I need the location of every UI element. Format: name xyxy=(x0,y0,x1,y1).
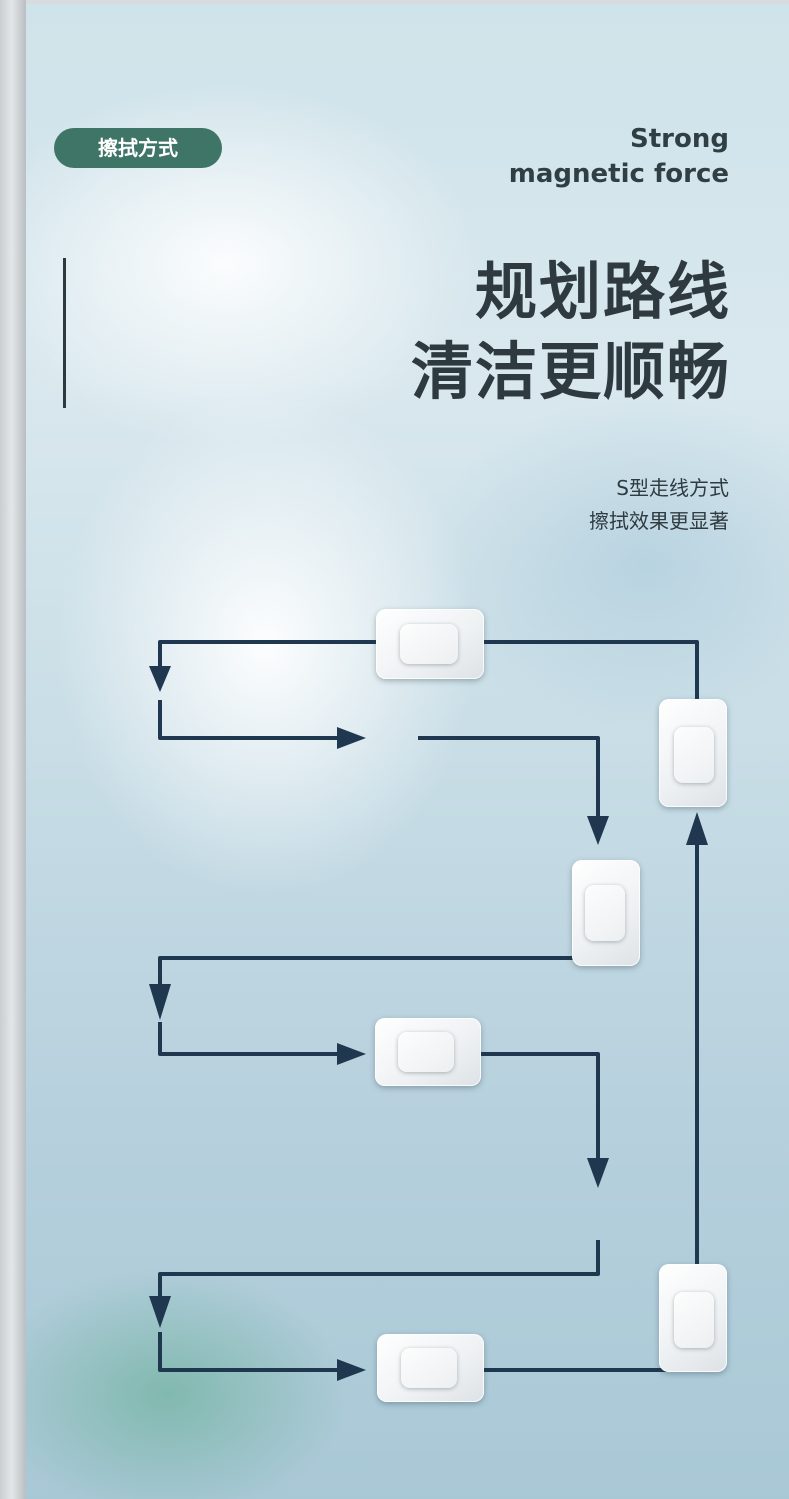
arrow-down-icon xyxy=(149,1296,171,1328)
wiper-pad-middle-icon xyxy=(572,860,640,966)
wiper-pad-knob xyxy=(398,1032,454,1072)
route-row5-return xyxy=(158,1332,345,1372)
window-frame-top xyxy=(26,0,789,4)
arrow-down-icon xyxy=(149,666,171,692)
wiper-pad-top-icon xyxy=(376,609,484,679)
route-row2 xyxy=(158,956,598,990)
route-row3-return xyxy=(158,1022,345,1056)
route-arrows xyxy=(149,666,708,1381)
route-row4 xyxy=(158,1240,600,1303)
arrow-up-icon xyxy=(686,812,708,845)
wiper-pad-bottom-icon xyxy=(377,1334,484,1402)
arrow-right-icon xyxy=(337,1359,366,1381)
route-row3-down xyxy=(480,1052,600,1165)
wiper-pad-row3-icon xyxy=(375,1018,481,1086)
english-title-line2: magnetic force xyxy=(508,159,729,189)
arrow-down-icon xyxy=(149,984,171,1020)
subheadline: S型走线方式 擦拭效果更显著 xyxy=(589,472,729,538)
subheadline-line1: S型走线方式 xyxy=(616,476,729,500)
wiper-pad-right-lower-icon xyxy=(659,1264,727,1372)
wiper-pad-right-upper-icon xyxy=(659,699,727,807)
wiper-pad-knob xyxy=(585,885,625,941)
headline: 规划路线 清洁更顺畅 xyxy=(411,252,731,412)
route-lines xyxy=(158,640,699,1372)
headline-line1: 规划路线 xyxy=(474,255,731,328)
arrow-right-icon xyxy=(337,727,366,749)
subheadline-line2: 擦拭效果更显著 xyxy=(589,509,729,533)
english-title-line1: Strong xyxy=(630,124,729,154)
headline-line2: 清洁更顺畅 xyxy=(410,335,731,408)
arrow-down-icon xyxy=(587,1158,609,1188)
arrow-right-icon xyxy=(337,1043,366,1065)
arrow-down-icon xyxy=(587,816,609,845)
route-row1-down xyxy=(418,736,600,822)
wiper-pad-knob xyxy=(674,1292,714,1348)
wiper-pad-knob xyxy=(674,727,714,783)
english-title: Strong magnetic force xyxy=(509,122,729,192)
wiper-pad-knob xyxy=(400,624,458,664)
decorative-vertical-line xyxy=(63,258,66,408)
route-row1-return xyxy=(158,700,345,740)
wiper-pad-knob xyxy=(401,1348,457,1388)
window-frame-left xyxy=(0,0,26,1499)
mode-badge: 擦拭方式 xyxy=(54,128,222,168)
